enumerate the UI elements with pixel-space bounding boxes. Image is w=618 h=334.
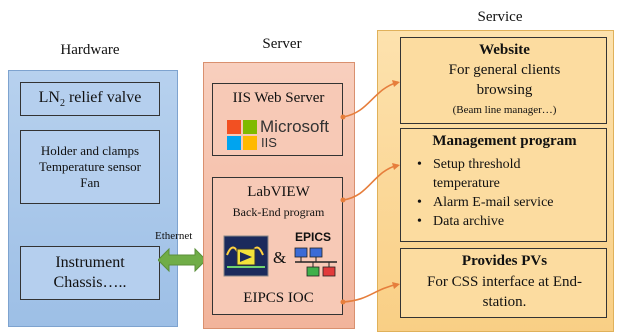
management-title: Management program [432, 133, 577, 149]
labview-title: LabVIEW [247, 184, 310, 200]
ethernet-label: Ethernet [155, 230, 193, 242]
instrument-line: Instrument [55, 254, 125, 271]
epics-wordmark: EPICS [295, 230, 332, 244]
hardware-column-title: Hardware [60, 42, 120, 58]
service-column-title: Service [477, 9, 523, 25]
iis-wordmark: IIS [261, 135, 277, 150]
iis-web-server-title: IIS Web Server [232, 90, 325, 106]
website-note: (Beam line manager…) [452, 104, 557, 116]
pvs-desc-line1: For CSS interface at End- [427, 274, 582, 290]
pvs-desc-line2: station. [482, 294, 527, 310]
instrument-chassis-box: Instrument Chassis….. [20, 246, 160, 300]
iis-web-server-box: IIS Web Server Microsoft IIS [212, 83, 343, 156]
holder-line: Holder and clamps [40, 143, 140, 158]
mgmt-item-archive: Data archive [417, 212, 605, 231]
relief-valve-label: LN2 relief valve [38, 88, 142, 110]
ampersand-label: & [273, 248, 287, 267]
fan-line: Fan [80, 175, 100, 190]
website-desc-line2: browsing [476, 82, 533, 98]
ioc-label: EIPCS IOC [243, 290, 314, 306]
temperature-sensor-line: Temperature sensor [39, 159, 141, 174]
ethernet-arrow-icon [158, 247, 206, 273]
microsoft-wordmark: Microsoft [260, 117, 329, 136]
labview-icon [223, 235, 269, 277]
provides-pvs-box: Provides PVs For CSS interface at End- s… [400, 248, 607, 318]
microsoft-logo-icon [227, 120, 257, 150]
labview-ioc-box: LabVIEW Back-End program & EPICS EIPCS I… [212, 177, 343, 315]
chassis-line: Chassis….. [53, 274, 127, 291]
website-desc-line1: For general clients [448, 62, 561, 78]
website-box: Website For general clients browsing (Be… [400, 37, 607, 124]
pvs-title: Provides PVs [461, 253, 548, 269]
epics-network-icon [294, 247, 337, 277]
website-title: Website [479, 42, 530, 58]
holder-sensor-fan-box: Holder and clamps Temperature sensor Fan [20, 130, 160, 204]
labview-subtitle: Back-End program [232, 205, 325, 219]
relief-valve-box: LN2 relief valve [20, 82, 160, 116]
server-column-title: Server [262, 36, 302, 52]
management-program-box: Management program Setup thresholdtemper… [400, 128, 607, 242]
mgmt-item-alarm: Alarm E-mail service [417, 193, 605, 212]
